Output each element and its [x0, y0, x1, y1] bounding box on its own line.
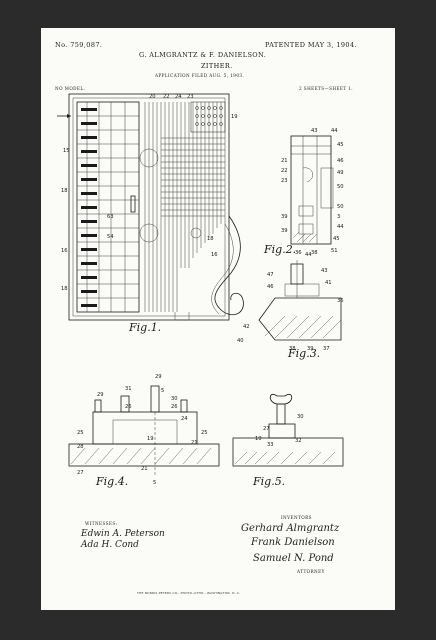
svg-text:46: 46: [337, 158, 344, 164]
patent-date: PATENTED MAY 3, 1904.: [265, 41, 357, 49]
svg-text:23: 23: [187, 94, 194, 100]
svg-text:49: 49: [337, 170, 344, 176]
model-note: NO MODEL.: [55, 86, 86, 91]
witness-2-signature: Ada H. Cond: [81, 540, 139, 550]
fig1-scroll: [214, 215, 244, 316]
svg-text:43: 43: [311, 128, 318, 134]
fig1-frame: [68, 93, 230, 321]
svg-text:32: 32: [295, 438, 302, 444]
patent-number: No. 759,087.: [55, 41, 103, 49]
svg-text:54: 54: [107, 234, 114, 240]
svg-text:44: 44: [305, 252, 312, 258]
fig1-keyboard: [76, 101, 140, 313]
svg-text:44: 44: [331, 128, 338, 134]
svg-text:28: 28: [77, 444, 84, 450]
svg-text:40: 40: [237, 338, 244, 344]
svg-text:43: 43: [321, 268, 328, 274]
svg-text:45: 45: [333, 236, 340, 242]
fig1-caption: Fig.1.: [129, 321, 162, 334]
svg-text:23: 23: [281, 178, 288, 184]
svg-text:22: 22: [281, 168, 288, 174]
svg-text:21: 21: [141, 466, 148, 472]
svg-text:29: 29: [155, 374, 162, 380]
svg-text:15: 15: [63, 148, 70, 154]
svg-text:33: 33: [267, 442, 274, 448]
svg-text:16: 16: [61, 248, 68, 254]
svg-text:24: 24: [181, 416, 188, 422]
svg-text:19: 19: [231, 114, 238, 120]
svg-text:20: 20: [149, 94, 156, 100]
svg-text:26: 26: [125, 404, 132, 410]
inventors-line: G. ALMGRANTZ & F. DANIELSON.: [139, 51, 267, 59]
svg-text:44: 44: [337, 224, 344, 230]
witness-1-signature: Edwin A. Peterson: [81, 529, 165, 539]
svg-text:46: 46: [267, 284, 274, 290]
svg-text:38: 38: [311, 250, 318, 256]
svg-text:5: 5: [161, 388, 164, 394]
svg-text:27: 27: [263, 426, 270, 432]
witnesses-label: WITNESSES:: [85, 521, 118, 526]
svg-text:50: 50: [337, 184, 344, 190]
svg-text:25: 25: [201, 430, 208, 436]
inventor-1-signature: Gerhard Almgrantz: [241, 523, 340, 534]
fig2-caption: Fig.2.: [264, 243, 297, 256]
attorney-label: ATTORNEY: [297, 569, 325, 574]
fig1-drawing: 15 18 16 18 63 54 20 22 24 23 19 18 16: [57, 93, 244, 321]
svg-text:19: 19: [147, 436, 154, 442]
svg-text:30: 30: [297, 414, 304, 420]
sheet-note: 2 SHEETS—SHEET 1.: [299, 86, 354, 91]
svg-text:41: 41: [325, 280, 332, 286]
svg-text:38: 38: [289, 346, 296, 352]
svg-text:16: 16: [211, 252, 218, 258]
svg-text:26: 26: [171, 404, 178, 410]
fig3-drawing: 47 44 46 43 41 36 42 40 38 39 37: [237, 252, 344, 352]
svg-text:37: 37: [323, 346, 330, 352]
patent-sheet: No. 759,087. PATENTED MAY 3, 1904. G. AL…: [41, 28, 395, 610]
svg-text:39: 39: [281, 228, 288, 234]
svg-text:39: 39: [307, 346, 314, 352]
svg-text:22: 22: [163, 94, 170, 100]
svg-text:42: 42: [243, 324, 250, 330]
svg-text:47: 47: [267, 272, 274, 278]
fig3-caption: Fig.3.: [288, 347, 321, 360]
svg-text:25: 25: [77, 430, 84, 436]
inventor-2-signature: Frank Danielson: [251, 537, 335, 548]
fig5-caption: Fig.5.: [253, 475, 286, 488]
svg-text:63: 63: [107, 214, 114, 220]
fig2-drawing: 43 44 45 21 22 23 46 49 50 50 3 44 45 51 36 38 3…: [281, 128, 344, 256]
patent-title: ZITHER.: [201, 62, 233, 70]
inventors-label: INVENTORS: [281, 515, 312, 520]
svg-text:29: 29: [97, 392, 104, 398]
svg-text:19: 19: [255, 436, 262, 442]
fig4-caption: Fig.4.: [96, 475, 129, 488]
svg-text:51: 51: [331, 248, 338, 254]
svg-text:36: 36: [295, 250, 302, 256]
svg-text:31: 31: [125, 386, 132, 392]
svg-text:30: 30: [171, 396, 178, 402]
svg-text:18: 18: [207, 236, 214, 242]
svg-text:39: 39: [281, 214, 288, 220]
svg-text:27: 27: [77, 470, 84, 476]
svg-text:21: 21: [191, 440, 198, 446]
svg-text:36: 36: [337, 298, 344, 304]
svg-text:3: 3: [337, 214, 340, 220]
svg-text:45: 45: [337, 142, 344, 148]
svg-text:50: 50: [337, 204, 344, 210]
application-line: APPLICATION FILED AUG. 5, 1903.: [155, 73, 245, 78]
svg-text:18: 18: [61, 286, 68, 292]
patent-drawings: 15 18 16 18 63 54 20 22 24 23 19 18 16: [57, 93, 344, 486]
svg-text:18: 18: [61, 188, 68, 194]
fig5-drawing: 30 27 19 33 32: [232, 394, 344, 467]
attorney-signature: Samuel N. Pond: [253, 553, 334, 564]
svg-text:21: 21: [281, 158, 288, 164]
printer-credit: THE NORRIS PETERS CO., PHOTO-LITHO., WAS…: [137, 591, 241, 595]
svg-text:24: 24: [175, 94, 182, 100]
svg-text:5: 5: [153, 480, 156, 486]
